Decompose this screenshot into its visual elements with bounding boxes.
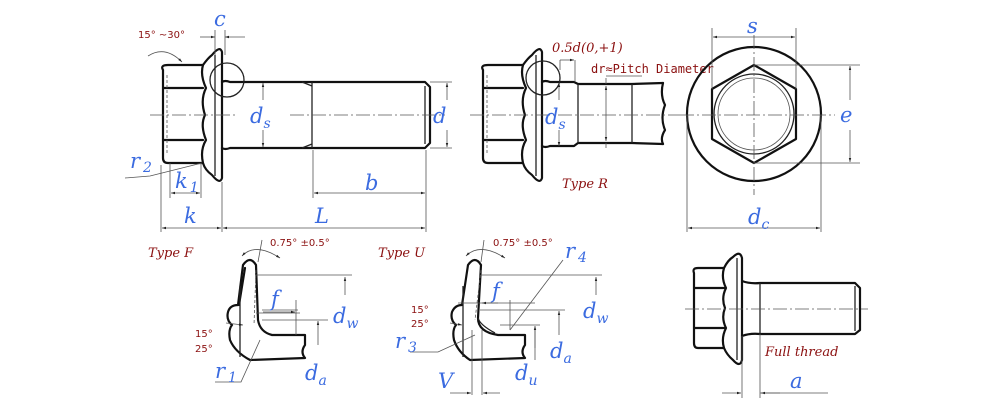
shank-length-note: 0.5d(0,+1) xyxy=(552,41,623,56)
dim-ds: ds xyxy=(250,104,271,132)
type-u-title: Type U xyxy=(378,246,426,261)
dim-a: a xyxy=(790,369,803,393)
dim-d: d xyxy=(433,104,446,128)
hex-head xyxy=(161,63,205,165)
type-f-angle-15: 15° xyxy=(195,329,213,340)
flange xyxy=(200,48,224,182)
dim-du: du xyxy=(515,361,537,389)
type-u-angle: 0.75° ±0.5° xyxy=(493,238,553,249)
head-angle-label: 15° ~30° xyxy=(138,30,185,41)
pitch-diameter-note: dr≈Pitch Diameter xyxy=(591,62,714,76)
dim-L: L xyxy=(314,204,329,228)
dim-da: da xyxy=(305,361,327,389)
dim-V: V xyxy=(438,369,455,393)
dim-dw: dw xyxy=(333,304,358,332)
dim-b: b xyxy=(365,171,378,195)
detail-circle xyxy=(209,62,245,98)
dim-ds-type-r: ds xyxy=(545,105,566,133)
dim-c: c xyxy=(214,7,226,31)
type-r-title: Type R xyxy=(562,177,608,192)
top-view: s e dc xyxy=(680,14,860,233)
dim-k: k xyxy=(184,204,197,228)
dim-f: f xyxy=(269,287,282,311)
full-thread-title: Full thread xyxy=(764,345,838,360)
type-f-angle-25: 25° xyxy=(195,344,213,355)
type-u-angle-25: 25° xyxy=(411,319,429,330)
type-r-view: 0.5d(0,+1) dr≈Pitch Diameter ds Type R xyxy=(470,41,714,192)
type-u-angle-15: 15° xyxy=(411,305,429,316)
dim-s: s xyxy=(747,14,758,38)
type-f-title: Type F xyxy=(148,246,194,261)
type-f-angle: 0.75° ±0.5° xyxy=(270,238,330,249)
dim-e: e xyxy=(840,103,852,127)
dim-f-u: f xyxy=(490,279,503,303)
dim-dw-u: dw xyxy=(583,299,608,327)
full-thread-view: Full thread a xyxy=(685,252,868,398)
dim-dc: dc xyxy=(748,205,769,233)
dim-da-u: da xyxy=(550,339,572,367)
